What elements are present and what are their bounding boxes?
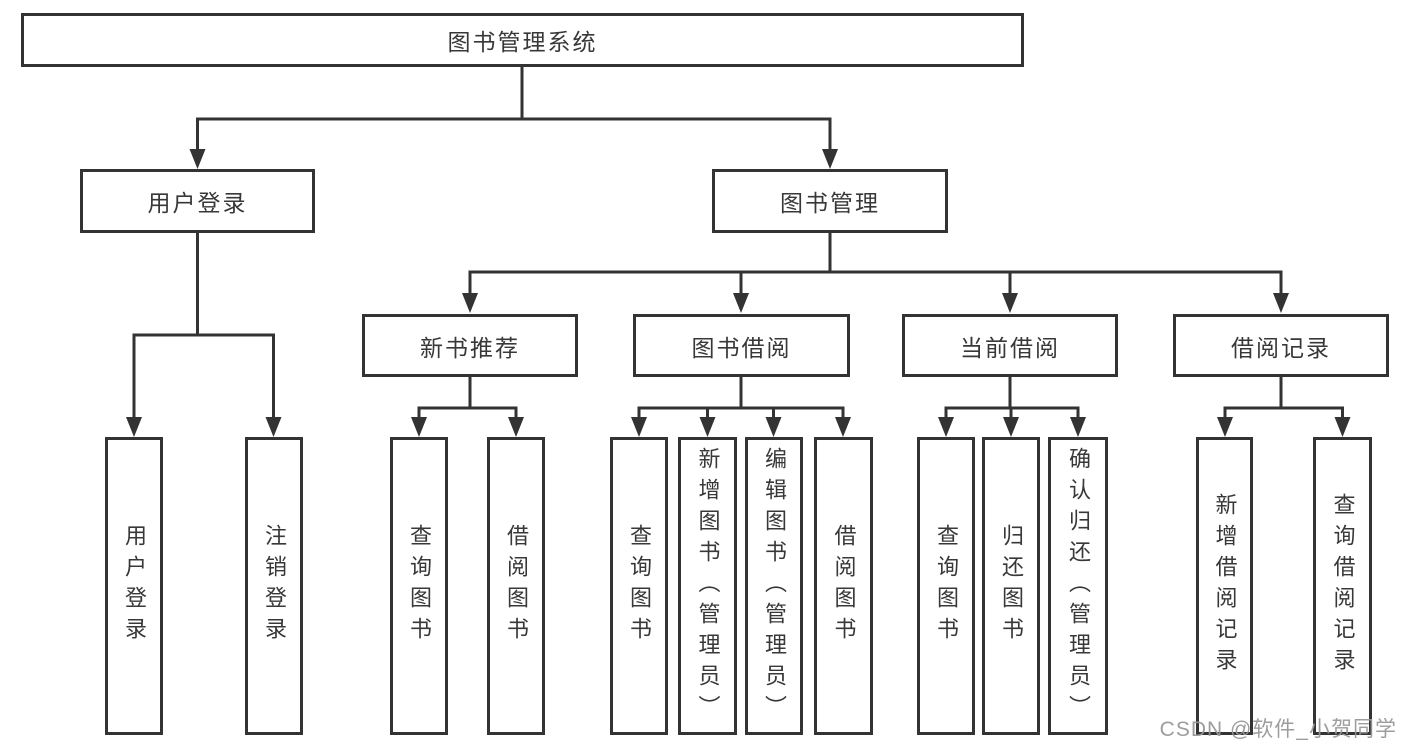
leaf-query-books-1: 查询图书 bbox=[390, 437, 448, 735]
watermark: CSDN @软件_小贺同学 bbox=[1159, 718, 1397, 741]
node-current-borrow: 当前借阅 bbox=[902, 314, 1118, 377]
leaf-borrow-books-1: 借阅图书 bbox=[487, 437, 545, 735]
leaf-add-book-admin: 新增图书（管理员） bbox=[678, 437, 737, 735]
node-root: 图书管理系统 bbox=[21, 13, 1024, 67]
node-book-management: 图书管理 bbox=[712, 169, 948, 233]
node-new-book-recommend: 新书推荐 bbox=[362, 314, 578, 377]
leaf-confirm-return-admin: 确认归还（管理员） bbox=[1048, 437, 1108, 735]
leaf-edit-book-admin: 编辑图书（管理员） bbox=[745, 437, 803, 735]
leaf-logout: 注销登录 bbox=[245, 437, 303, 735]
leaf-borrow-books-2: 借阅图书 bbox=[814, 437, 873, 735]
node-borrow-records: 借阅记录 bbox=[1173, 314, 1389, 377]
leaf-return-books: 归还图书 bbox=[982, 437, 1040, 735]
leaf-query-books-2: 查询图书 bbox=[610, 437, 668, 735]
leaf-add-borrow-record: 新增借阅记录 bbox=[1196, 437, 1253, 735]
leaf-query-borrow-record: 查询借阅记录 bbox=[1313, 437, 1372, 735]
node-book-borrow: 图书借阅 bbox=[633, 314, 850, 377]
leaf-user-login: 用户登录 bbox=[105, 437, 163, 735]
node-user-login: 用户登录 bbox=[80, 169, 315, 233]
leaf-query-books-3: 查询图书 bbox=[917, 437, 975, 735]
